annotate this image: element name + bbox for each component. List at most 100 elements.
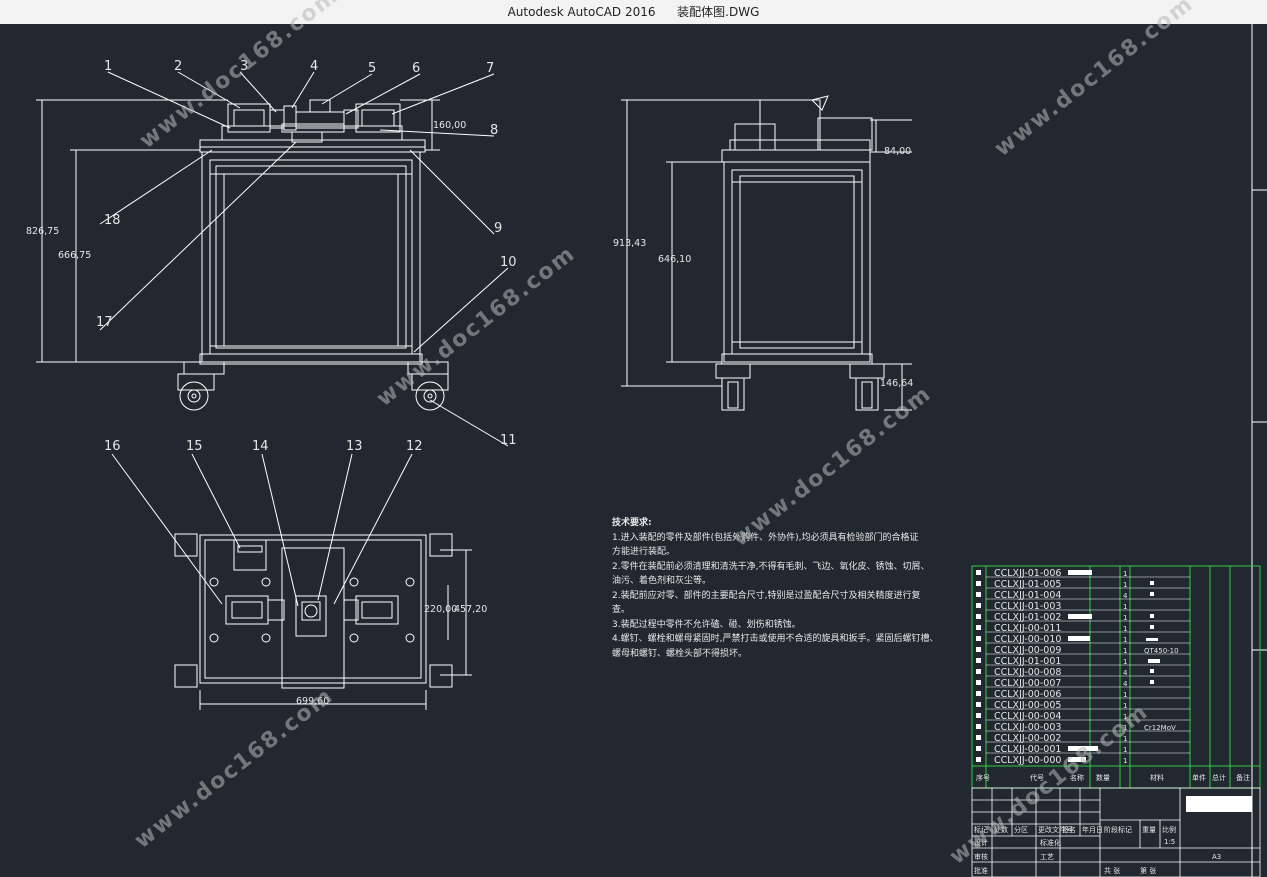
bom-qty: 1 bbox=[1123, 724, 1127, 732]
bom-code: CCLXJJ-01-006 bbox=[994, 568, 1061, 579]
tech-line: 查。 bbox=[612, 605, 631, 615]
bom-header: 材料 bbox=[1150, 773, 1164, 782]
bom-code: CCLXJJ-01-004 bbox=[994, 590, 1061, 601]
tech-line: 油污、着色剂和灰尘等。 bbox=[612, 576, 712, 586]
bom-header: 序号 bbox=[976, 773, 990, 782]
bom-qty: 1 bbox=[1123, 636, 1127, 644]
tb-label: 分区 bbox=[1014, 825, 1028, 834]
bom-header: 数量 bbox=[1096, 773, 1110, 782]
part-label: 17 bbox=[96, 315, 113, 330]
app-name: Autodesk AutoCAD 2016 bbox=[507, 5, 656, 19]
tb-label: 工艺 bbox=[1040, 853, 1054, 861]
bom-header: 代号 bbox=[1030, 773, 1044, 782]
bom-code: CCLXJJ-01-001 bbox=[994, 656, 1061, 667]
bom-code: CCLXJJ-00-005 bbox=[994, 700, 1061, 711]
part-label: 15 bbox=[186, 439, 203, 454]
bom-qty: 1 bbox=[1123, 713, 1127, 721]
bom-code: CCLXJJ-00-008 bbox=[994, 667, 1061, 678]
dim-front-overall: 826,75 bbox=[26, 226, 59, 237]
front-caster-left bbox=[177, 361, 225, 411]
bom-code: CCLXJJ-01-003 bbox=[994, 601, 1061, 612]
dim-plan-width: 699,60 bbox=[296, 696, 329, 707]
bom-qty: 1 bbox=[1123, 581, 1127, 589]
cad-drawing: 1 2 3 4 5 6 7 8 9 10 11 12 13 14 15 16 1… bbox=[26, 24, 1267, 877]
part-label: 8 bbox=[490, 123, 498, 138]
tb-sheet: A3 bbox=[1212, 853, 1221, 861]
side-view bbox=[621, 95, 912, 411]
part-label: 3 bbox=[240, 59, 248, 74]
part-label: 14 bbox=[252, 439, 269, 454]
bom-code: CCLXJJ-01-002 bbox=[994, 612, 1061, 623]
dim-front-frame: 666,75 bbox=[58, 250, 91, 261]
bom-code: CCLXJJ-00-007 bbox=[994, 678, 1061, 689]
tb-label: 标记 bbox=[974, 825, 988, 834]
tb-label: 批准 bbox=[974, 866, 988, 875]
front-caster-right bbox=[407, 361, 449, 411]
tb-label: 年月日 bbox=[1082, 825, 1103, 834]
part-label: 16 bbox=[104, 439, 121, 454]
side-caster-left bbox=[715, 363, 751, 411]
part-labels: 1 2 3 4 5 6 7 8 9 10 11 12 13 14 15 16 1… bbox=[96, 59, 517, 454]
tb-label: 处数 bbox=[994, 825, 1008, 834]
dim-plan-depth-a: 220,00 bbox=[424, 604, 457, 615]
bom-qty: 1 bbox=[1123, 625, 1127, 633]
bom-material: QT450-10 bbox=[1144, 647, 1179, 655]
bom-code: CCLXJJ-01-005 bbox=[994, 579, 1061, 590]
tech-line: 螺母和螺钉、螺栓头部不得损坏。 bbox=[612, 648, 748, 659]
file-name: 装配体图.DWG bbox=[677, 5, 760, 19]
tech-heading: 技术要求: bbox=[612, 518, 652, 528]
bom-qty: 1 bbox=[1123, 647, 1127, 655]
plan-view bbox=[111, 453, 472, 710]
tech-line: 3.装配过程中零件不允许磕、碰、划伤和锈蚀。 bbox=[612, 619, 801, 630]
bom-qty: 4 bbox=[1123, 592, 1128, 600]
bom-qty: 4 bbox=[1123, 680, 1128, 688]
dimension-values: 826,75 666,75 160,00 913,43 646,10 84,00… bbox=[26, 120, 913, 707]
tech-line: 2.零件在装配前必须清理和清洗干净,不得有毛刺、飞边、氧化皮、锈蚀、切屑、 bbox=[612, 561, 930, 572]
part-label: 9 bbox=[494, 221, 502, 236]
part-label: 4 bbox=[310, 59, 318, 74]
bom-code: CCLXJJ-00-006 bbox=[994, 689, 1061, 700]
window-title-bar: Autodesk AutoCAD 2016 装配体图.DWG bbox=[0, 0, 1267, 24]
tech-line: 方能进行装配。 bbox=[612, 547, 676, 557]
bom-material: Cr12MoV bbox=[1144, 724, 1176, 732]
part-label: 6 bbox=[412, 61, 420, 76]
bom-header: 名称 bbox=[1070, 773, 1084, 782]
bom-table: CCLXJJ-01-006 CCLXJJ-01-005 CCLXJJ-01-00… bbox=[971, 565, 1261, 789]
dim-side-caster: 146,64 bbox=[880, 378, 913, 389]
tb-scale: 1:5 bbox=[1164, 838, 1175, 846]
tb-label: 标准化 bbox=[1040, 838, 1061, 847]
bom-qty: 1 bbox=[1123, 658, 1127, 666]
tb-label: 阶段标记 bbox=[1104, 825, 1132, 834]
bom-code: CCLXJJ-00-009 bbox=[994, 645, 1061, 656]
bom-header: 单件 bbox=[1192, 773, 1206, 782]
dim-front-top: 160,00 bbox=[433, 120, 466, 131]
bom-code: CCLXJJ-00-001 bbox=[994, 744, 1061, 755]
bom-qty: 4 bbox=[1123, 669, 1128, 677]
front-cylinder-right bbox=[355, 103, 401, 133]
front-view bbox=[36, 71, 509, 447]
tb-label: 签名 bbox=[1062, 825, 1076, 834]
bom-qty: 1 bbox=[1123, 691, 1127, 699]
bom-qty: 1 bbox=[1123, 757, 1127, 765]
side-frame bbox=[723, 161, 871, 363]
title-block: 标记 处数 分区 更改文件号 签名 年月日 设计 标准化 阶段标记 重量 比例 … bbox=[971, 787, 1261, 877]
part-label: 12 bbox=[406, 439, 423, 454]
bom-qty: 1 bbox=[1123, 570, 1127, 578]
title-block-logo bbox=[1186, 796, 1252, 812]
part-label: 11 bbox=[500, 433, 517, 448]
bom-qty: 1 bbox=[1123, 702, 1127, 710]
part-label: 18 bbox=[104, 213, 121, 228]
part-label: 5 bbox=[368, 61, 376, 76]
tech-requirements: 技术要求: 1.进入装配的零件及部件(包括外购件、外协件),均必须具有检验部门的… bbox=[612, 516, 939, 661]
bom-code: CCLXJJ-00-010 bbox=[994, 634, 1061, 645]
dim-side-overall: 913,43 bbox=[613, 238, 646, 249]
tb-label: 更改文件号 bbox=[1038, 825, 1073, 834]
bom-qty: 1 bbox=[1123, 603, 1127, 611]
bom-code: CCLXJJ-00-003 bbox=[994, 722, 1061, 733]
tb-label: 重量 bbox=[1142, 826, 1156, 834]
part-label: 1 bbox=[104, 59, 112, 74]
dim-side-top: 84,00 bbox=[884, 146, 911, 157]
tb-label: 共 张 bbox=[1104, 866, 1120, 875]
tech-line: 4.螺钉、螺栓和螺母紧固时,严禁打击或使用不合适的旋具和扳手。紧固后螺钉槽、 bbox=[612, 634, 939, 644]
